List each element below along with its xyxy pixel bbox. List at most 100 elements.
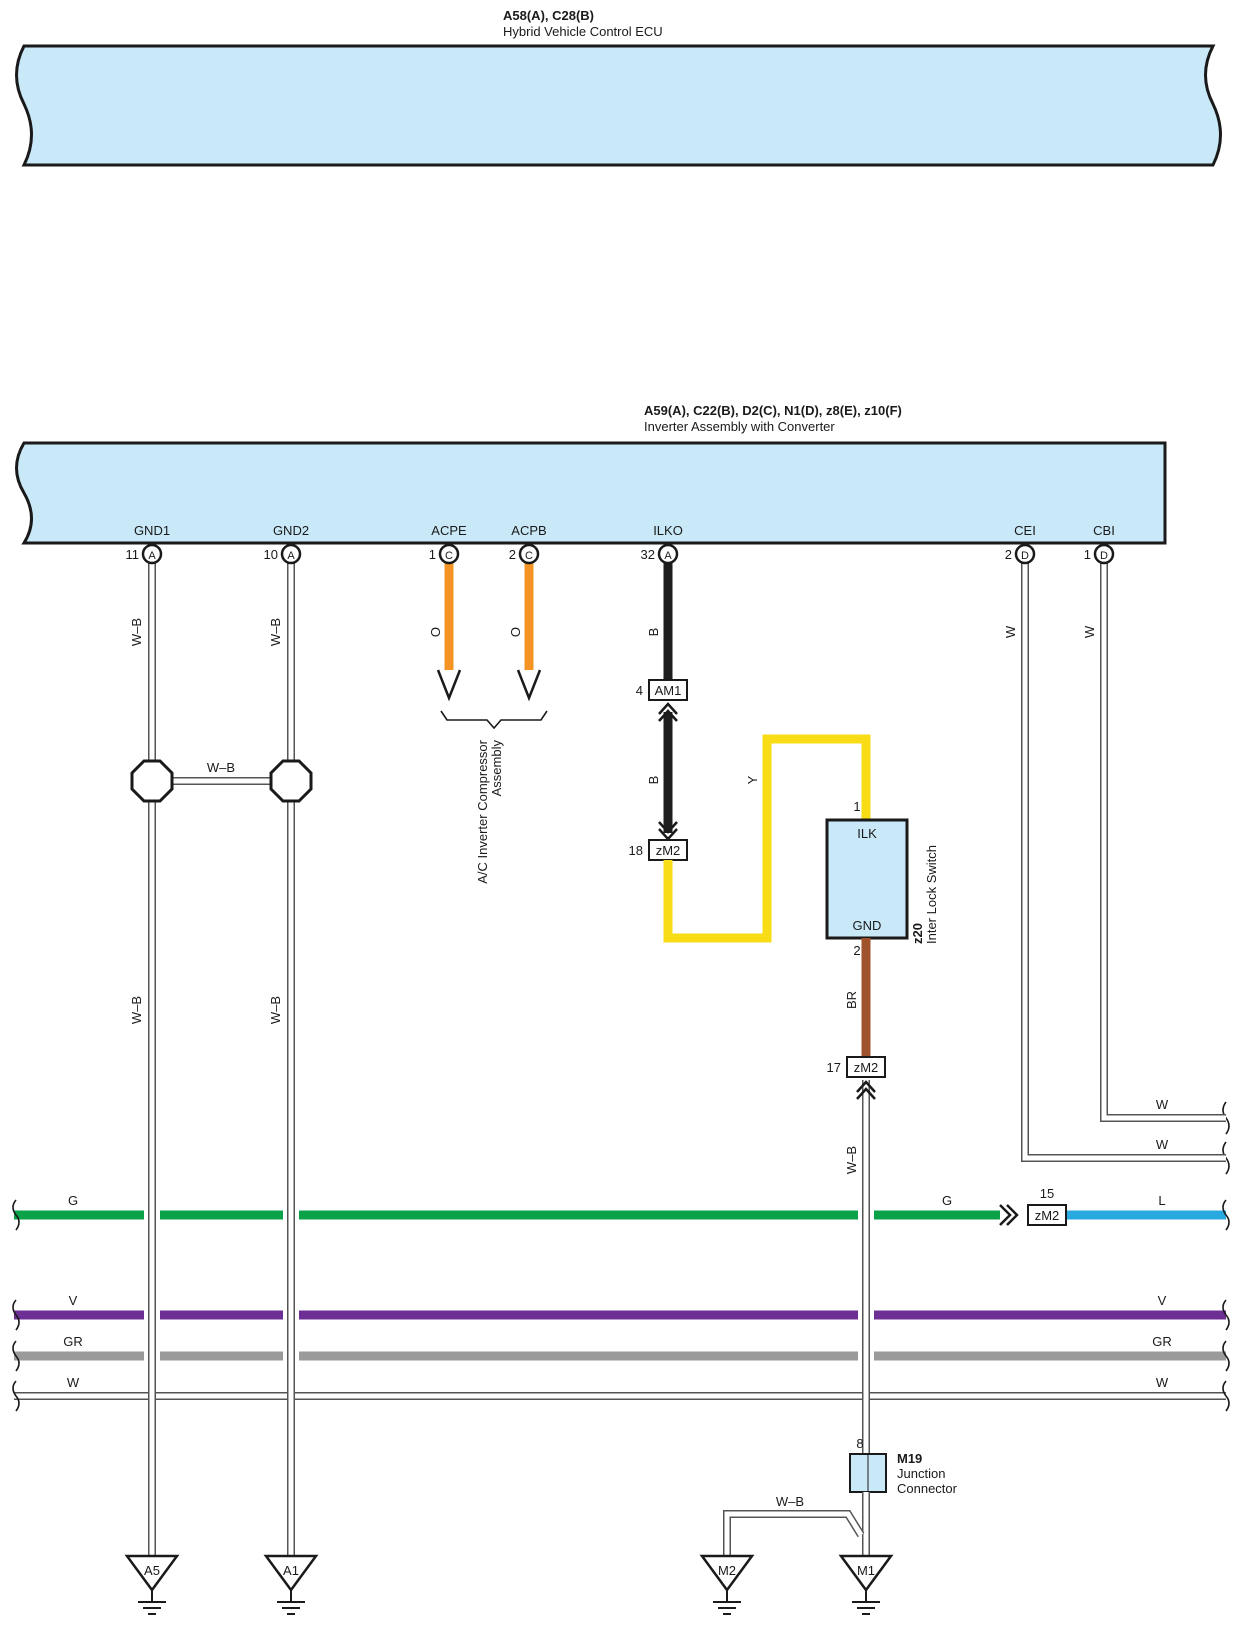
terminal-cei-conn: D [1021,550,1029,562]
ground-m1: M1 [838,1554,894,1615]
interlock-pin-top: 1 [853,799,860,814]
terminal-gnd2: A 10 [264,543,302,565]
terminal-ilko-pin: 32 [641,547,655,562]
terminal-ilko-conn: A [664,550,672,562]
wire-y-yellow [663,734,871,943]
terminal-label-ilko: ILKO [653,523,683,538]
connector-zm2-17-name: zM2 [854,1060,879,1075]
chevron-zm2-15-1 [999,1204,1012,1226]
terminal-acpe-conn: C [445,550,453,562]
terminal-gnd2-pin: 10 [264,547,278,562]
ground-a5: A5 [124,1554,180,1615]
connector-am1 [648,679,688,701]
wire-label-br: BR [844,991,859,1009]
terminal-acpb: C 2 [509,543,540,565]
wire-cbi [1100,556,1226,1122]
terminal-label-cei: CEI [1014,523,1036,538]
connector-am1-name: AM1 [655,683,682,698]
wire-label-v-left: V [69,1293,78,1308]
wire-label-gnd1-upper: W–B [129,618,144,646]
chevron-am1-1 [658,702,678,715]
wire-label-am1-zm2: B [646,776,661,785]
ground-a5-label: A5 [144,1563,160,1578]
terminal-gnd1: A 11 [126,543,163,565]
ac-compressor-name-2: Assembly [489,740,504,797]
inverter-box [15,441,1167,545]
terminal-label-acpb: ACPB [511,523,546,538]
connector-am1-pin: 4 [636,683,643,698]
wire-label-cei-right: W [1156,1137,1169,1152]
junction-pin: 8 [856,1436,863,1451]
interlock-switch-box [825,818,909,940]
junction-name-1: Junction [897,1466,945,1481]
ground-a1-label: A1 [283,1563,299,1578]
chevron-zm2-17-2 [856,1087,876,1100]
terminal-acpb-pin: 2 [509,547,516,562]
wire-label-g-left: G [68,1193,78,1208]
break-marks-right [1222,1101,1230,1412]
ground-m2: M2 [699,1554,755,1615]
wire-label-cbi: W [1082,625,1097,638]
connector-zm2-18-pin: 18 [629,843,643,858]
interlock-terminal-ilk: ILK [857,826,877,841]
terminal-label-gnd2: GND2 [273,523,309,538]
chevron-zm2-17-1 [856,1080,876,1093]
wire-label-w-right: W [1156,1375,1169,1390]
break-marks-left [12,1199,20,1412]
terminal-gnd1-pin: 11 [126,547,140,562]
wire-m19-m2 [723,1510,865,1556]
terminal-label-gnd1: GND1 [134,523,170,538]
ac-compressor-name-1: A/C Inverter Compressor [475,739,490,883]
ecu-top-code: A58(A), C28(B) [503,8,594,23]
wire-label-zm2-m19: W–B [844,1146,859,1174]
wire-label-m19-m2: W–B [776,1494,804,1509]
connector-zm2-15-name: zM2 [1035,1208,1060,1223]
wire-label-cei: W [1003,625,1018,638]
interlock-pin-bottom: 2 [853,943,860,958]
wire-cei [1021,556,1226,1162]
terminal-gnd1-conn: A [148,550,156,562]
terminal-gnd2-conn: A [287,550,295,562]
interlock-code: z20 [910,923,925,944]
chevron-am1-2 [658,709,678,722]
terminal-label-acpe: ACPE [431,523,467,538]
inverter-name: Inverter Assembly with Converter [644,419,835,434]
interlock-name: Inter Lock Switch [924,845,939,944]
wire-label-acpe: O [428,627,443,637]
interlock-terminal-gnd: GND [853,918,882,933]
wire-label-y: Y [745,775,760,784]
connector-zm2-15-pin: 15 [1040,1186,1054,1201]
terminal-ilko: A 32 [641,543,679,565]
wire-label-gnd2-lower: W–B [268,996,283,1024]
wire-label-gnd1-lower: W–B [129,996,144,1024]
splice-point-2 [269,759,313,803]
terminal-cbi-conn: D [1100,550,1108,562]
wire-label-splice-link: W–B [207,760,235,775]
arrow-acpe [436,669,462,702]
wire-label-cbi-right: W [1156,1097,1169,1112]
wire-label-gr-right: GR [1152,1334,1172,1349]
terminal-cbi-pin: 1 [1084,547,1091,562]
chevron-zm2-15-2 [1006,1204,1019,1226]
wire-label-v-right: V [1158,1293,1167,1308]
terminal-cei: D 2 [1005,543,1036,565]
ecu-top-box [15,44,1222,167]
terminal-acpb-conn: C [525,550,533,562]
wire-label-acpb: O [508,627,523,637]
wire-label-gr-left: GR [63,1334,83,1349]
terminal-cei-pin: 2 [1005,547,1012,562]
chevron-zm2-2 [658,821,678,834]
ground-a1: A1 [263,1554,319,1615]
ground-m2-label: M2 [718,1563,736,1578]
terminal-cbi: D 1 [1084,543,1115,565]
terminal-acpe-pin: 1 [429,547,436,562]
terminal-acpe: C 1 [429,543,460,565]
splice-point-1 [130,759,174,803]
crossing-gaps [144,1200,874,1420]
connector-zm2-15 [1027,1204,1067,1226]
arrow-acpb [516,669,542,702]
wire-label-ilko: B [646,628,661,637]
wire-label-l: L [1158,1193,1165,1208]
junction-code: M19 [897,1451,922,1466]
